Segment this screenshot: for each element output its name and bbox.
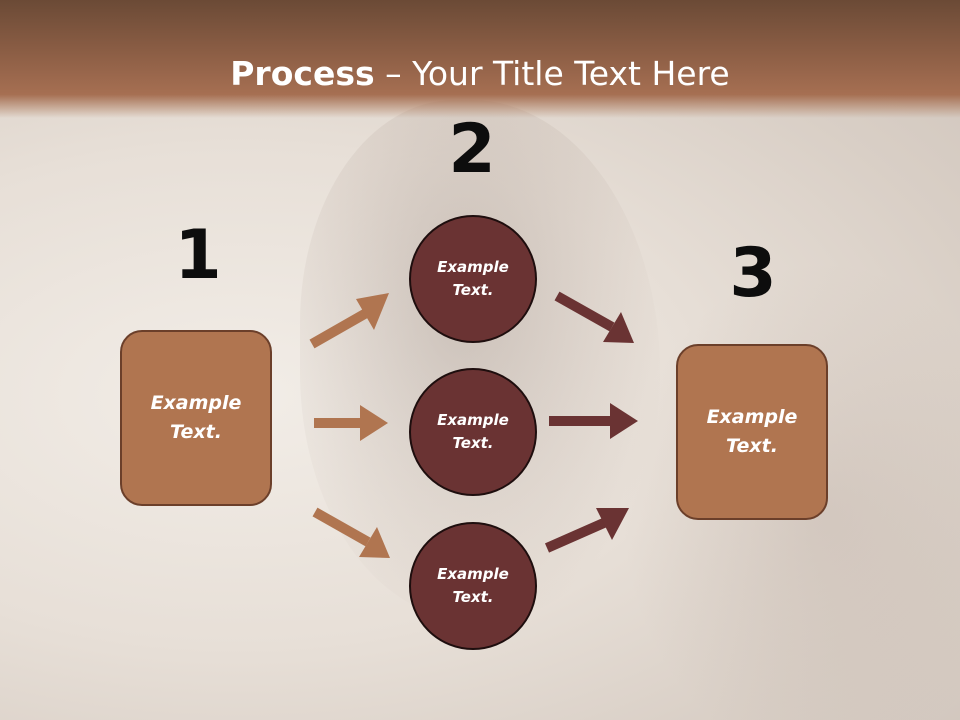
step-number-3: 3: [729, 234, 777, 313]
process-box-start: Example Text.: [120, 330, 272, 506]
slide-title: Process – Your Title Text Here: [0, 52, 960, 96]
circle-bottom-text: Example Text.: [437, 565, 509, 606]
box-end-text: Example Text.: [706, 406, 798, 457]
arrow-to-bottom-circle: [312, 507, 390, 558]
arrow-from-middle-circle: [549, 403, 638, 439]
title-banner: [0, 0, 960, 118]
arrow-from-bottom-circle: [544, 508, 629, 553]
step-number-1: 1: [174, 216, 222, 295]
step-number-2: 2: [448, 110, 496, 189]
arrow-from-top-circle: [554, 291, 634, 343]
title-bold: Process: [230, 54, 375, 93]
process-circle-top: Example Text.: [409, 215, 537, 343]
title-rest: – Your Title Text Here: [374, 54, 730, 93]
process-circle-bottom: Example Text.: [409, 522, 537, 650]
box-start-text: Example Text.: [150, 392, 242, 443]
process-circle-middle: Example Text.: [409, 368, 537, 496]
circle-middle-text: Example Text.: [437, 411, 509, 452]
circle-top-text: Example Text.: [437, 258, 509, 299]
arrow-to-middle-circle: [314, 405, 388, 441]
process-box-end: Example Text.: [676, 344, 828, 520]
arrow-to-top-circle: [309, 293, 389, 349]
